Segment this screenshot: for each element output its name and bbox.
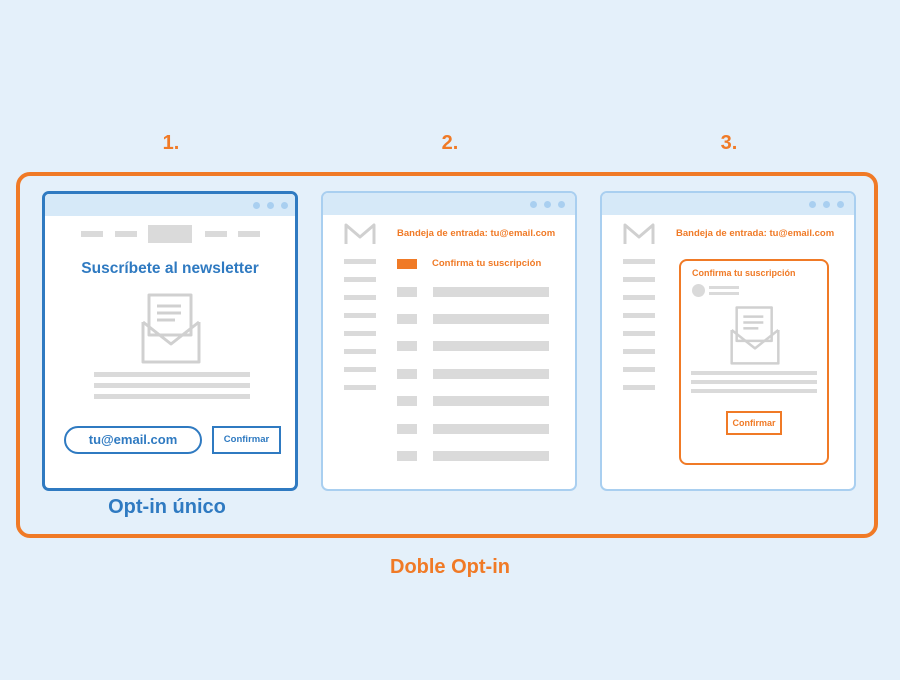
sidebar-placeholder [623,385,655,390]
sidebar-placeholder [623,331,655,336]
step-number-3: 3. [720,132,738,154]
email-open-window: Bandeja de entrada: tu@email.com Confirm… [600,191,856,491]
email-row-marker [397,314,417,324]
sidebar-placeholder [623,367,655,372]
window-titlebar [323,193,575,215]
confirmation-email-card: Confirma tu suscripción Confirmar [679,259,829,465]
inbox-header: Bandeja de entrada: tu@email.com [676,228,835,239]
window-dot-icon [281,202,288,209]
window-dot-icon [823,201,830,208]
window-dot-icon [544,201,551,208]
window-dot-icon [253,202,260,209]
text-placeholder [94,394,250,399]
sidebar-placeholder [623,295,655,300]
sidebar-placeholder [344,277,376,282]
logo-placeholder [148,225,192,243]
sidebar-placeholder [344,385,376,390]
confirm-button[interactable]: Confirmar [212,426,281,454]
window-dot-icon [809,201,816,208]
email-row [433,451,549,461]
window-dot-icon [530,201,537,208]
text-placeholder [94,383,250,388]
sidebar-placeholder [344,295,376,300]
single-opt-in-caption: Opt-in único [108,496,226,518]
sidebar-placeholder [344,259,376,264]
email-card-title: Confirma tu suscripción [692,268,796,278]
sender-placeholder [709,292,739,295]
step-number-2: 2. [441,132,459,154]
sender-placeholder [709,286,739,289]
nav-placeholder [81,231,103,237]
unread-email-marker [397,259,417,269]
email-input[interactable]: tu@email.com [64,426,202,454]
avatar [692,284,705,297]
email-row-marker [397,451,417,461]
window-dot-icon [558,201,565,208]
email-row [433,424,549,434]
sidebar-placeholder [344,331,376,336]
window-titlebar [45,194,295,216]
text-placeholder [691,371,817,375]
sidebar-placeholder [623,277,655,282]
gmail-logo-icon [344,223,376,244]
confirmation-email-subject[interactable]: Confirma tu suscripción [432,258,542,269]
sidebar-placeholder [344,313,376,318]
sidebar-placeholder [344,367,376,372]
confirm-subscription-button[interactable]: Confirmar [726,411,782,435]
email-row-marker [397,287,417,297]
double-opt-in-caption: Doble Opt-in [390,556,510,578]
inbox-window: Bandeja de entrada: tu@email.com Confirm… [321,191,577,491]
nav-placeholder [115,231,137,237]
envelope-icon [141,293,201,364]
sidebar-placeholder [623,313,655,318]
window-dot-icon [837,201,844,208]
inbox-header: Bandeja de entrada: tu@email.com [397,228,556,239]
text-placeholder [691,380,817,384]
window-dot-icon [267,202,274,209]
email-row [433,287,549,297]
nav-placeholder [238,231,260,237]
nav-placeholder [205,231,227,237]
sidebar-placeholder [344,349,376,354]
gmail-logo-icon [623,223,655,244]
text-placeholder [94,372,250,377]
sidebar-placeholder [623,349,655,354]
envelope-icon [730,306,780,365]
sidebar-placeholder [623,259,655,264]
email-row [433,314,549,324]
email-row-marker [397,424,417,434]
text-placeholder [691,389,817,393]
email-row-marker [397,341,417,351]
newsletter-title: Suscríbete al newsletter [81,260,259,277]
signup-window: Suscríbete al newsletter tu@email.com Co… [42,191,298,491]
email-row-marker [397,369,417,379]
email-row [433,396,549,406]
step-number-1: 1. [162,132,180,154]
email-row [433,369,549,379]
window-titlebar [602,193,854,215]
email-row-marker [397,396,417,406]
email-row [433,341,549,351]
double-opt-in-frame [16,172,878,538]
